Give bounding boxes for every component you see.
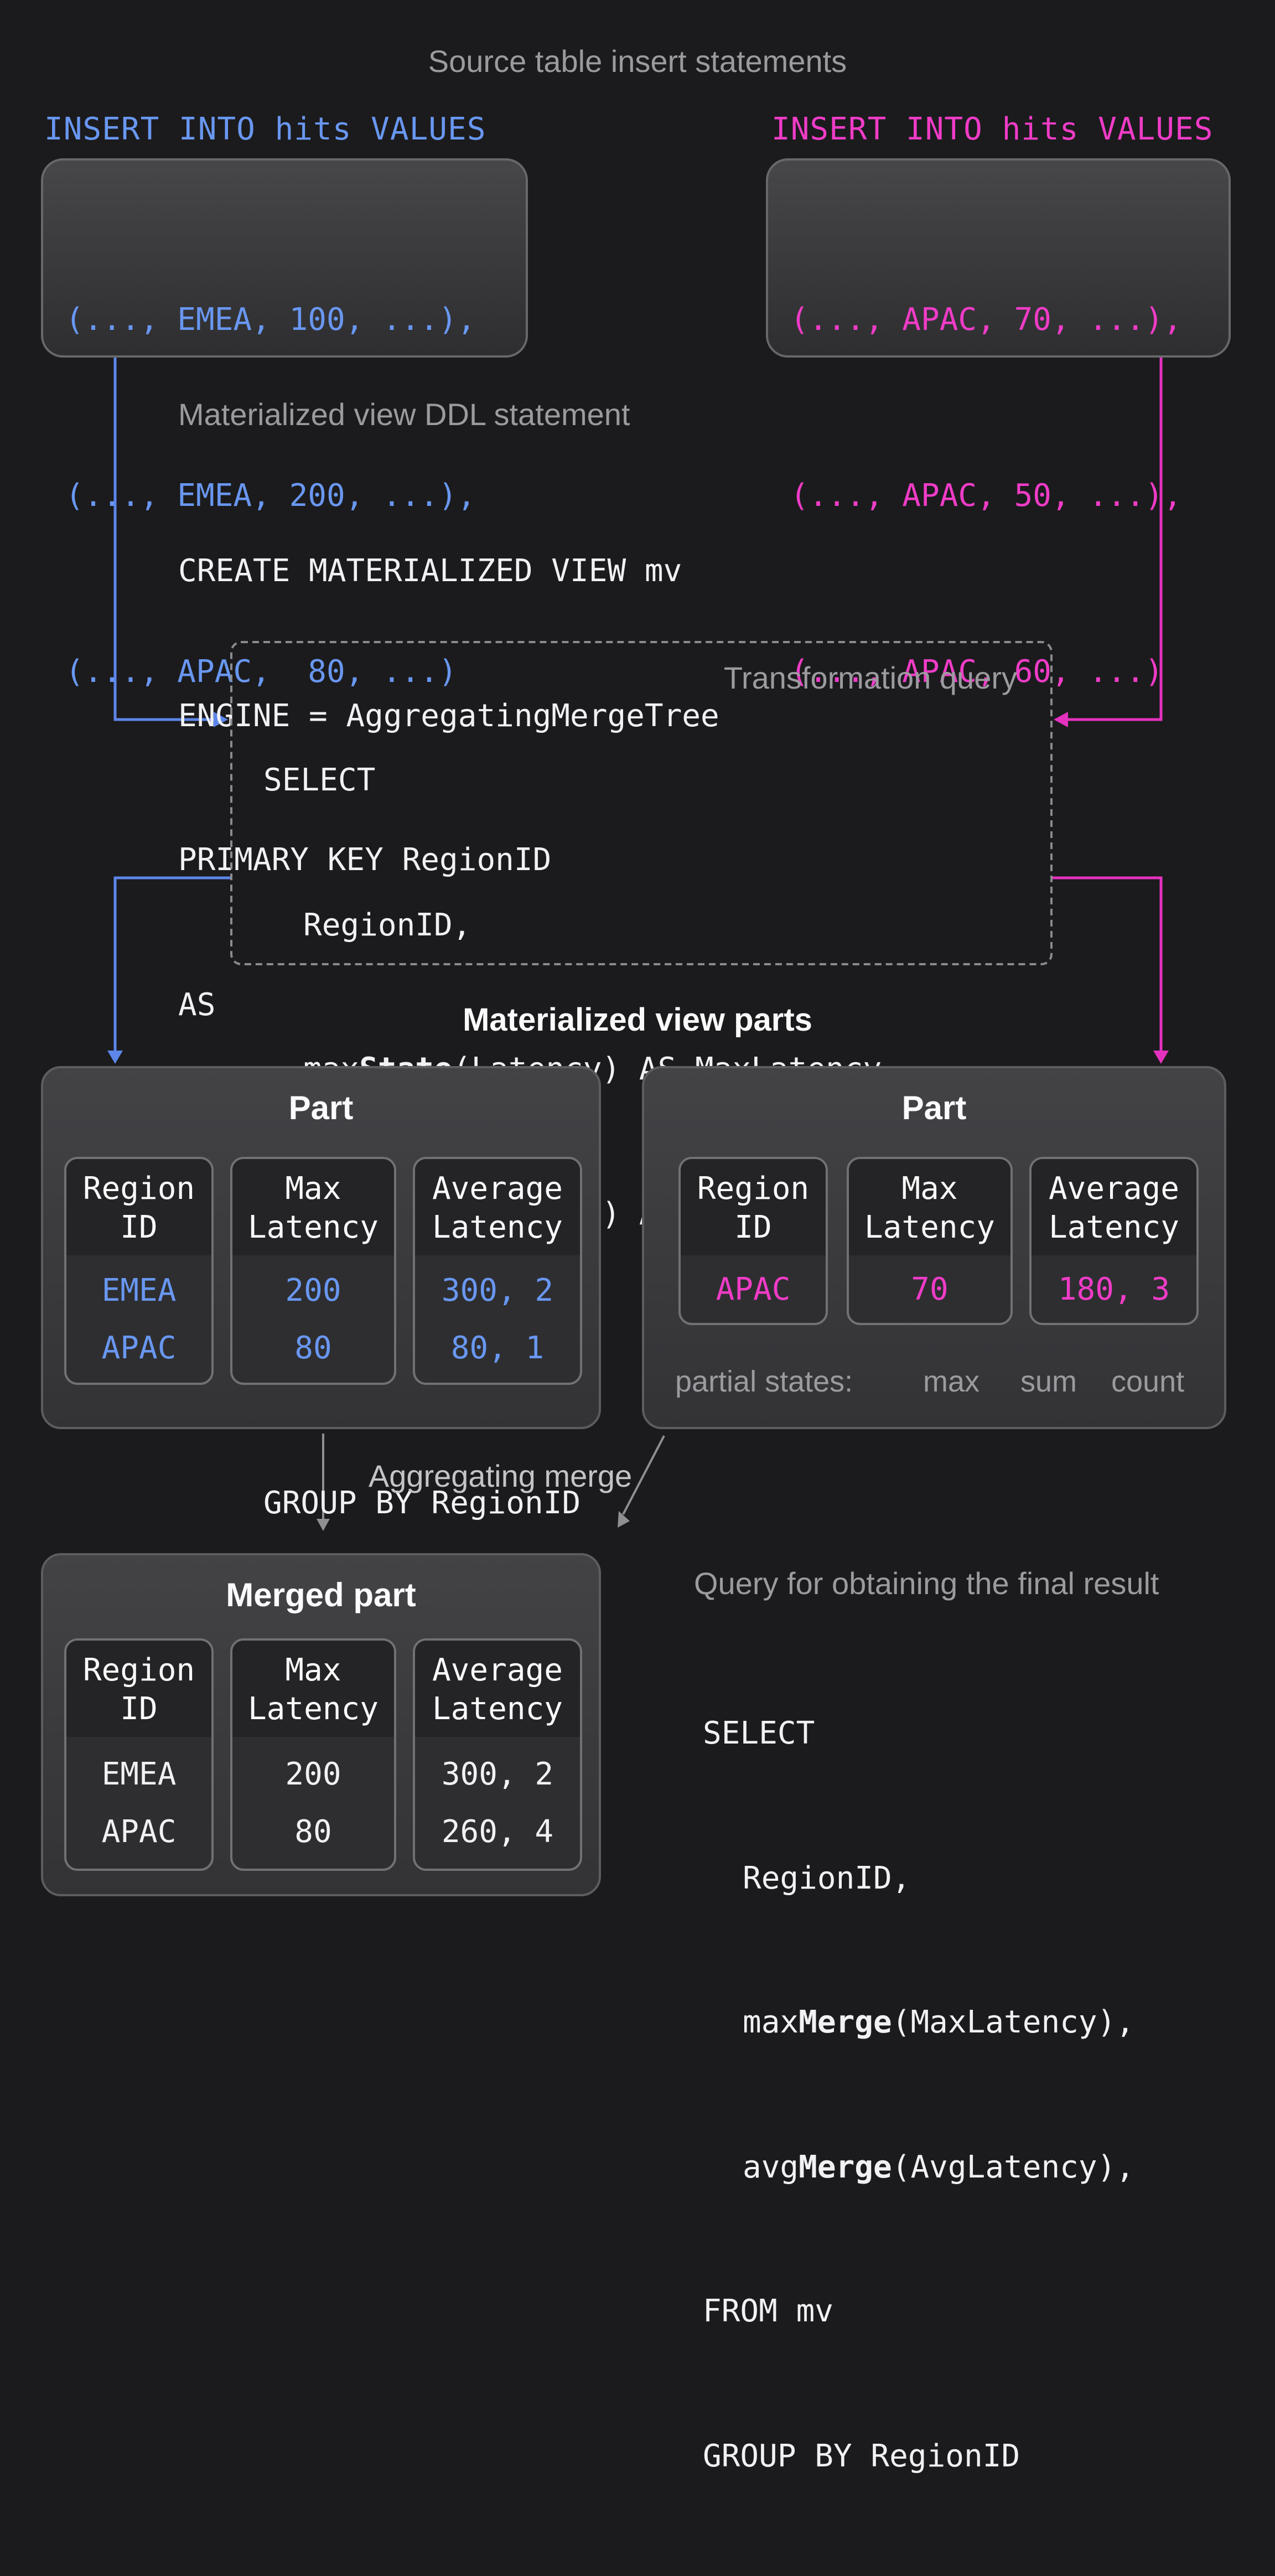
cell-value: 200: [285, 1271, 341, 1308]
column-header: Average Latency: [415, 1159, 580, 1255]
transformation-query-label: Transformation query: [723, 661, 1017, 695]
code-line: SELECT: [703, 1715, 815, 1751]
ddl-label: Materialized view DDL statement: [178, 397, 630, 432]
partial-state-max: max: [923, 1365, 980, 1398]
transformation-query-box: Transformation query SELECT RegionID, ma…: [230, 641, 1053, 1520]
code-line: (..., EMEA, 200, ...),: [65, 477, 476, 514]
partial-state-count: count: [1111, 1365, 1185, 1398]
cell-value: EMEA: [101, 1755, 177, 1792]
page-title: Source table insert statements: [428, 44, 847, 79]
column-values: EMEA APAC: [66, 1255, 211, 1383]
column-header: Average Latency: [1032, 1159, 1196, 1255]
column-header: Max Latency: [849, 1159, 1010, 1255]
cell-value: APAC: [101, 1813, 177, 1849]
cell-value: 80: [294, 1813, 332, 1849]
cell-value: 180, 3: [1058, 1270, 1170, 1307]
merged-part-title: Merged part: [226, 1577, 416, 1614]
column-values: EMEA APAC: [66, 1737, 211, 1869]
code-line: (..., APAC, 70, ...),: [790, 301, 1183, 338]
insert-right-code: (..., APAC, 70, ...), (..., APAC, 50, ..…: [768, 161, 1229, 818]
cell-value: 260, 4: [441, 1813, 554, 1849]
cell-value: EMEA: [101, 1271, 177, 1308]
column-max-latency: Max Latency 200 80: [230, 1638, 396, 1871]
column-max-latency: Max Latency 70: [847, 1157, 1013, 1325]
part-left-panel: Part Region ID EMEA APAC Max Latency 200…: [41, 1066, 601, 1429]
code-line: avgMerge(AvgLatency),: [743, 2148, 1135, 2185]
aggregating-merge-label: Aggregating merge: [368, 1459, 633, 1493]
column-region-id: Region ID EMEA APAC: [64, 1157, 214, 1385]
ddl-code: CREATE MATERIALIZED VIEW mv ENGINE = Agg…: [178, 451, 719, 1125]
cell-value: 300, 2: [441, 1271, 554, 1308]
column-values: 180, 3: [1032, 1255, 1196, 1323]
part-right-title: Part: [901, 1090, 967, 1127]
code-line: AS: [178, 986, 216, 1022]
column-average-latency: Average Latency 300, 2 260, 4: [413, 1638, 582, 1871]
insert-left-heading: INSERT INTO hits VALUES: [44, 111, 486, 147]
column-average-latency: Average Latency 300, 2 80, 1: [413, 1157, 582, 1385]
partial-states-label: partial states:: [675, 1365, 853, 1398]
code-line: (..., EMEA, 100, ...),: [65, 301, 476, 338]
cell-value: APAC: [101, 1329, 177, 1365]
diagram-page: Source table insert statements INSERT IN…: [41, 44, 1231, 2474]
column-header: Region ID: [66, 1159, 211, 1255]
insert-right-box: (..., APAC, 70, ...), (..., APAC, 50, ..…: [766, 158, 1231, 690]
final-query-code: SELECT RegionID, maxMerge(MaxLatency), a…: [703, 1613, 1134, 2576]
code-line: FROM mv: [703, 2293, 834, 2329]
column-max-latency: Max Latency 200 80: [230, 1157, 396, 1385]
merged-part-panel: Merged part Region ID EMEA APAC Max Late…: [41, 1553, 601, 1896]
code-line: ENGINE = AggregatingMergeTree: [178, 697, 719, 733]
insert-left-box: (..., EMEA, 100, ...), (..., EMEA, 200, …: [41, 158, 528, 690]
cell-value: 80: [294, 1329, 332, 1365]
column-values: APAC: [681, 1255, 826, 1323]
column-header: Max Latency: [232, 1159, 394, 1255]
column-header: Region ID: [66, 1641, 211, 1737]
parts-section-label: Materialized view parts: [463, 1003, 812, 1038]
insert-right-heading: INSERT INTO hits VALUES: [771, 111, 1214, 147]
part-right-panel: Part Region ID APAC Max Latency 70 Avera…: [642, 1066, 1226, 1429]
column-header: Max Latency: [232, 1641, 394, 1737]
code-line: maxMerge(MaxLatency),: [743, 2004, 1135, 2040]
code-line: (..., APAC, 60, ...): [790, 653, 1164, 690]
code-line: RegionID,: [743, 1859, 911, 1896]
code-line: CREATE MATERIALIZED VIEW mv: [178, 552, 682, 589]
code-line: RegionID,: [303, 906, 471, 943]
cell-value: 200: [285, 1755, 341, 1792]
column-region-id: Region ID APAC: [678, 1157, 828, 1325]
column-values: 300, 2 260, 4: [415, 1737, 580, 1869]
column-header: Average Latency: [415, 1641, 580, 1737]
cell-value: 80, 1: [450, 1329, 545, 1365]
code-line: GROUP BY RegionID: [263, 1484, 581, 1520]
code-line: (..., APAC, 80, ...): [65, 653, 458, 690]
column-values: 70: [849, 1255, 1010, 1323]
partial-state-sum: sum: [1020, 1365, 1077, 1398]
cell-value: 70: [911, 1270, 949, 1307]
column-header: Region ID: [681, 1159, 826, 1255]
insert-left-code: (..., EMEA, 100, ...), (..., EMEA, 200, …: [43, 161, 526, 818]
code-line: SELECT: [263, 762, 376, 798]
column-average-latency: Average Latency 180, 3: [1029, 1157, 1199, 1325]
final-query-label: Query for obtaining the final result: [694, 1566, 1159, 1601]
cell-value: 300, 2: [441, 1755, 554, 1792]
column-region-id: Region ID EMEA APAC: [64, 1638, 214, 1871]
column-values: 200 80: [232, 1255, 394, 1383]
cell-value: APAC: [716, 1270, 791, 1307]
code-line: GROUP BY RegionID: [703, 2437, 1020, 2474]
column-values: 300, 2 80, 1: [415, 1255, 580, 1383]
code-line: (..., APAC, 50, ...),: [790, 477, 1183, 514]
part-left-title: Part: [288, 1090, 354, 1127]
code-line: PRIMARY KEY RegionID: [178, 841, 552, 878]
column-values: 200 80: [232, 1737, 394, 1869]
